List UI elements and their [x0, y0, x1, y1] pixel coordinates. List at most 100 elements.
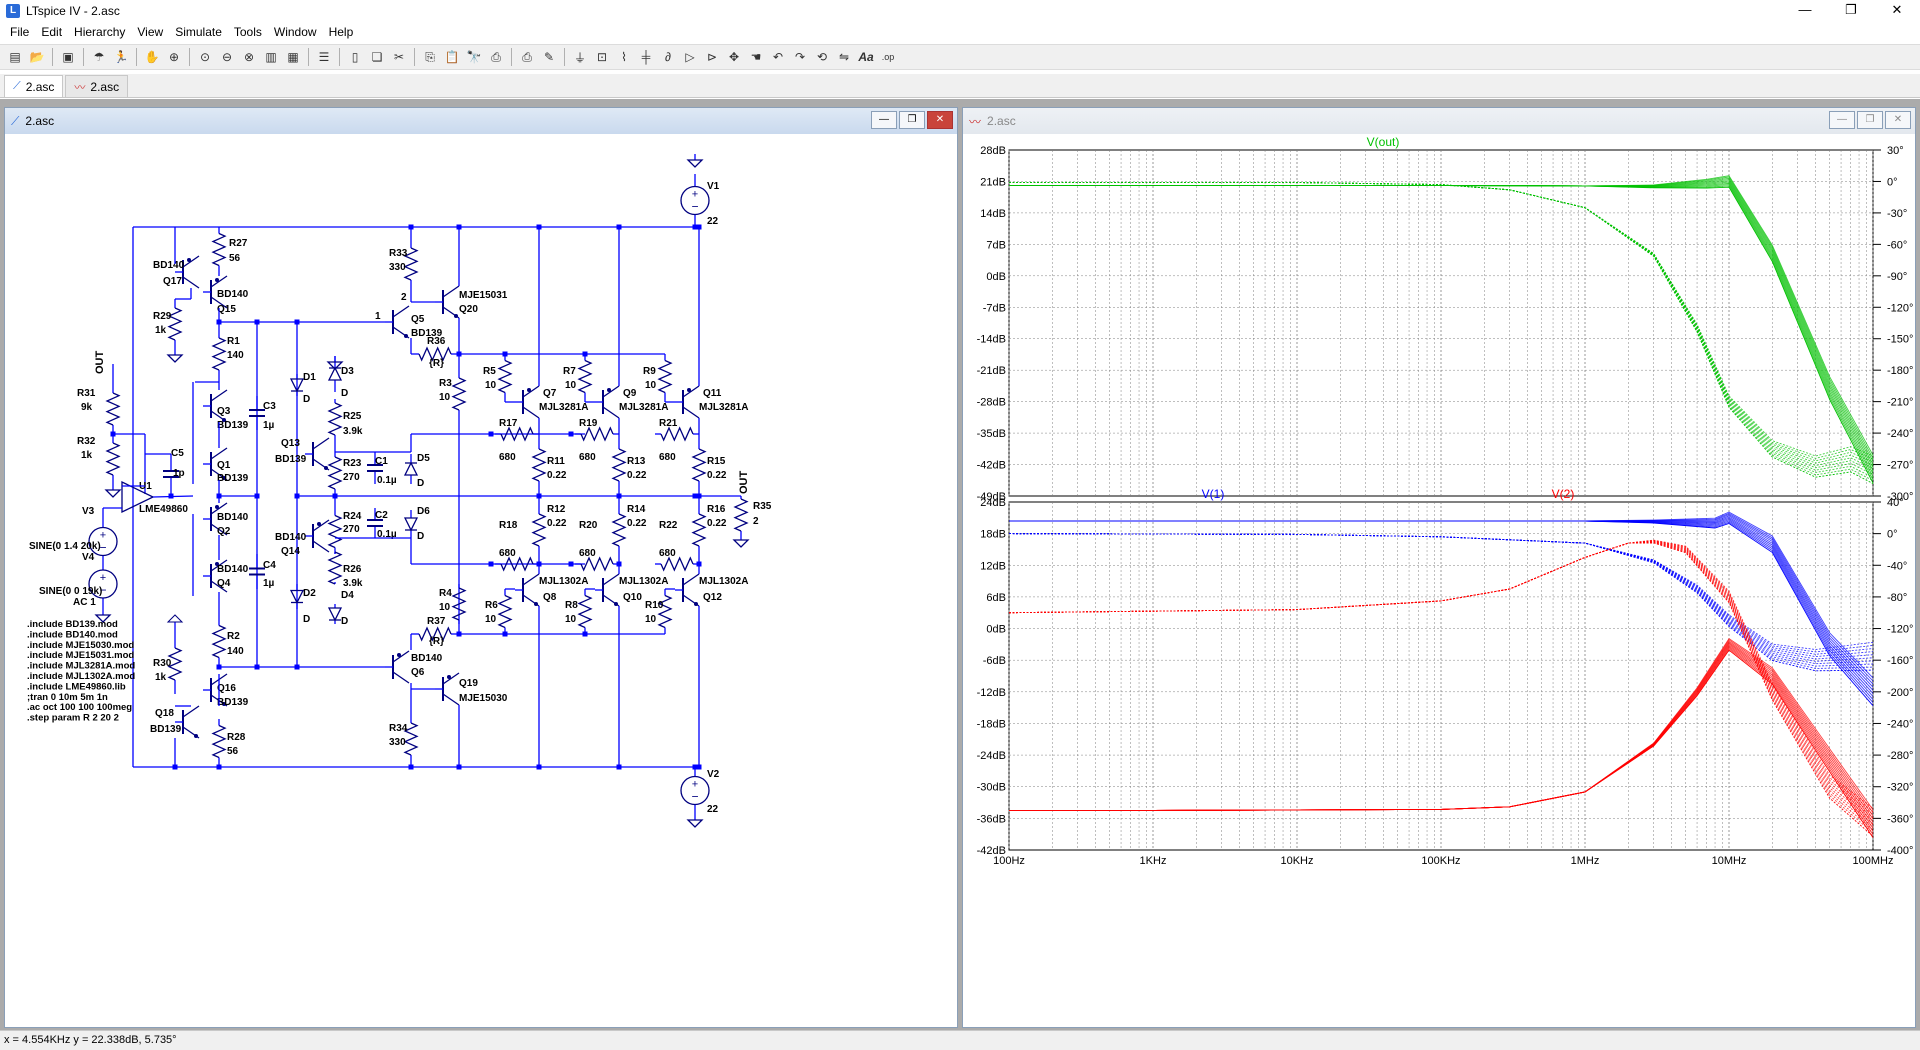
junction: [408, 224, 414, 230]
zoom-in-icon[interactable]: ⊕: [168, 50, 180, 64]
menu-edit[interactable]: Edit: [41, 25, 63, 39]
component-label: MJE15030: [459, 693, 508, 704]
rotate-icon[interactable]: ⟲: [816, 50, 828, 64]
resistor-symbol: [497, 594, 513, 629]
find-icon[interactable]: 🔭: [466, 50, 482, 64]
capacitor-icon[interactable]: ╪: [641, 50, 651, 64]
schematic-maximize-button[interactable]: ❐: [899, 111, 925, 129]
waveform-window-title: 2.asc: [987, 114, 1016, 128]
menu-help[interactable]: Help: [328, 25, 354, 39]
junction: [172, 764, 178, 770]
resistor-icon[interactable]: ⌇: [621, 50, 627, 64]
component-label: 3.9k: [343, 426, 363, 437]
trace-label[interactable]: V(2): [1552, 487, 1575, 501]
copy-icon[interactable]: ⎘: [425, 49, 435, 64]
transistor-symbol: [694, 602, 698, 606]
y2-tick-label: -280°: [1887, 750, 1913, 762]
component-label: Q2: [217, 526, 231, 537]
zoom-cancel-icon[interactable]: ⊗: [243, 50, 255, 64]
paste-icon[interactable]: 📋: [444, 50, 460, 64]
transistor-symbol: [312, 519, 330, 532]
menu-tools[interactable]: Tools: [233, 25, 262, 39]
spice-directive-icon[interactable]: .op: [881, 52, 895, 62]
label-net-icon[interactable]: ⊡: [596, 50, 608, 64]
resistor-symbol: [611, 448, 627, 482]
toolbar-separator: [564, 48, 565, 66]
menu-simulate[interactable]: Simulate: [175, 25, 222, 39]
schematic-icon: ⟋: [11, 113, 20, 128]
component-label: 680: [499, 548, 516, 559]
resistor-symbol: [167, 307, 183, 341]
junction: [536, 764, 542, 770]
menu-file[interactable]: File: [10, 25, 30, 39]
run-icon[interactable]: 🏃: [113, 50, 129, 64]
inductor-icon[interactable]: ∂: [665, 50, 671, 64]
component-label: 1k: [155, 325, 167, 336]
open-icon[interactable]: 📂: [29, 50, 45, 64]
zoom-full-icon[interactable]: ⊙: [199, 50, 211, 64]
component-label: Q11: [703, 388, 722, 399]
waveform-minimize-button[interactable]: —: [1829, 111, 1855, 129]
y-tick-label: 24dB: [980, 497, 1006, 509]
resistor-symbol: [105, 442, 121, 476]
y2-tick-label: -40°: [1887, 560, 1907, 572]
component-label: 0.22: [547, 518, 567, 529]
schematic-canvas[interactable]: +−V122+−V222R2756BD140Q17R291kBD140Q15R1…: [5, 134, 957, 1027]
y2-tick-label: -360°: [1887, 813, 1913, 825]
menu-hierarchy[interactable]: Hierarchy: [74, 25, 126, 39]
component-icon[interactable]: ⊳: [706, 50, 718, 64]
trace-label[interactable]: V(1): [1202, 487, 1225, 501]
y2-tick-label: -80°: [1887, 592, 1907, 604]
undo-icon[interactable]: ↶: [772, 50, 784, 64]
component-label: R2: [227, 631, 240, 642]
menu-view[interactable]: View: [137, 25, 164, 39]
cascade-icon[interactable]: ❏: [371, 50, 383, 64]
tile-horizontal-icon[interactable]: ☰: [318, 50, 330, 64]
draw-wire-icon[interactable]: ✎: [543, 50, 555, 64]
tab-schematic[interactable]: ⟋ 2.asc: [4, 75, 64, 97]
minimize-button[interactable]: —: [1798, 2, 1812, 17]
resistor-symbol: [418, 626, 452, 642]
diode-icon[interactable]: ▷: [685, 50, 695, 64]
print-setup-icon[interactable]: ⎙: [491, 49, 501, 64]
schematic-close-button[interactable]: ✕: [927, 111, 953, 129]
ground-icon[interactable]: ⏚: [573, 50, 586, 65]
v1-phase-trace: [1008, 533, 1874, 667]
zoom-out-icon[interactable]: ⊖: [221, 50, 233, 64]
text-icon[interactable]: Aa: [858, 50, 874, 64]
transistor-symbol: [222, 702, 226, 706]
autorange-icon[interactable]: ▥: [265, 50, 277, 64]
control-panel-icon[interactable]: ☂: [93, 50, 105, 64]
print-icon[interactable]: ⎙: [522, 49, 532, 64]
tile-vertical-icon[interactable]: ▯: [351, 50, 359, 64]
component-label: MJL3281A: [619, 402, 668, 413]
transistor-symbol: [602, 573, 620, 586]
drag-icon[interactable]: ☚: [750, 50, 762, 64]
waveform-close-button[interactable]: ✕: [1885, 111, 1911, 129]
close-button[interactable]: ✕: [1891, 2, 1903, 17]
tab-waveform[interactable]: 〰 2.asc: [65, 75, 129, 97]
resistor-symbol: [327, 551, 343, 585]
menu-window[interactable]: Window: [273, 25, 317, 39]
diode-symbol: [327, 366, 343, 381]
component-label: D: [303, 614, 310, 625]
component-label: 270: [343, 524, 360, 535]
new-schematic-icon[interactable]: ▤: [9, 50, 21, 64]
mirror-icon[interactable]: ⇋: [838, 50, 850, 64]
junction: [294, 493, 300, 499]
maximize-button[interactable]: ❐: [1845, 2, 1857, 17]
draft-icon[interactable]: ▦: [287, 50, 299, 64]
move-icon[interactable]: ✥: [728, 50, 740, 64]
redo-icon[interactable]: ↷: [794, 50, 806, 64]
component-label: BD140: [411, 653, 443, 664]
x-tick-label: 1MHz: [1571, 855, 1600, 867]
save-icon[interactable]: ▣: [62, 50, 74, 64]
halt-icon[interactable]: ✋: [144, 50, 160, 64]
component-label: BD140: [153, 260, 185, 271]
waveform-maximize-button[interactable]: ❐: [1857, 111, 1883, 129]
schematic-minimize-button[interactable]: —: [871, 111, 897, 129]
opamp-symbol: [121, 480, 155, 514]
cut-icon[interactable]: ✂: [393, 50, 405, 64]
trace-label[interactable]: V(out): [1367, 135, 1400, 149]
